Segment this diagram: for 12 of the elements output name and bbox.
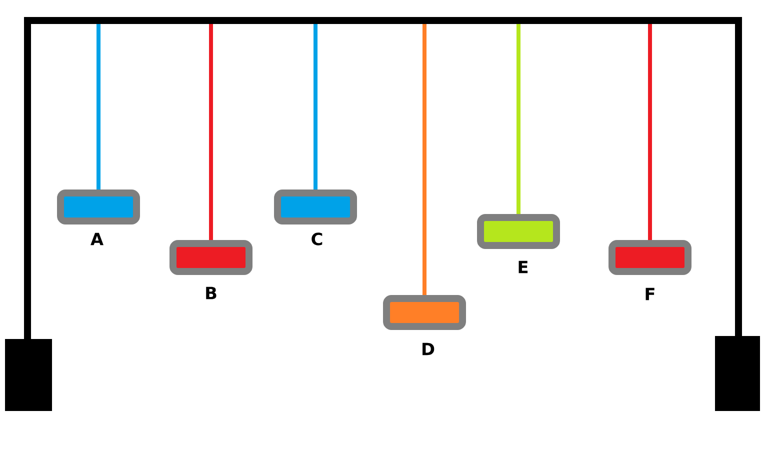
bob-label: F bbox=[646, 288, 654, 300]
bob-label: E bbox=[518, 260, 528, 274]
bob-label: C bbox=[312, 232, 322, 246]
bob-label: B bbox=[206, 286, 216, 300]
pendulum-string bbox=[209, 24, 213, 240]
pendulum-string bbox=[314, 24, 318, 190]
bob-label: D bbox=[422, 342, 434, 356]
pendulum-string bbox=[516, 24, 520, 214]
pendulum-string bbox=[422, 24, 426, 295]
pendulum-string bbox=[96, 24, 100, 190]
pendulum-string bbox=[648, 24, 652, 240]
bob-label: A bbox=[90, 232, 104, 246]
